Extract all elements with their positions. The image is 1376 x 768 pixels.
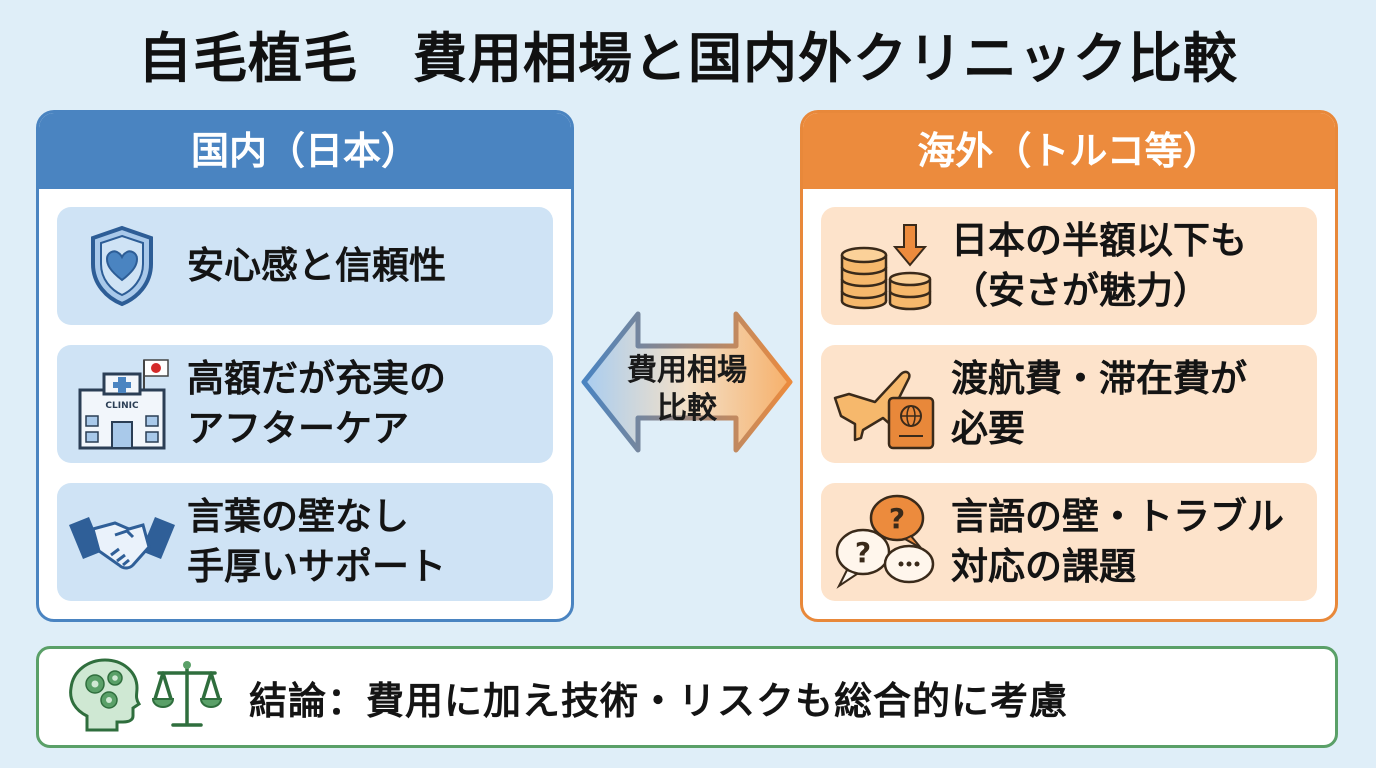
domestic-item-line: 高額だが充実の <box>187 357 446 400</box>
overseas-item-line: 渡航費・滞在費が <box>951 357 1247 400</box>
shield-heart-icon <box>57 207 187 325</box>
comparison-double-arrow <box>581 311 793 453</box>
svg-text:?: ? <box>889 502 905 535</box>
domestic-item-line: 言葉の壁なし <box>187 495 409 538</box>
overseas-panel: 海外（トルコ等） <box>800 110 1338 622</box>
domestic-header: 国内（日本） <box>39 113 571 189</box>
overseas-header: 海外（トルコ等） <box>803 113 1335 189</box>
overseas-item-line: 必要 <box>951 407 1025 450</box>
comparison-label-line: 比較 <box>657 391 717 426</box>
domestic-item-aftercare: CLINIC 高額だが充実の アフターケア <box>57 345 553 463</box>
coins-down-icon <box>821 207 951 325</box>
handshake-icon <box>57 483 187 601</box>
conclusion-text: 結論：費用に加え技術・リスクも総合的に考慮 <box>249 678 1069 723</box>
overseas-item-travel: 渡航費・滞在費が 必要 <box>821 345 1317 463</box>
speech-bubbles-icon: ? ? <box>821 483 951 601</box>
overseas-item-line: （安さが魅力） <box>951 269 1210 312</box>
domestic-item-line: 手厚いサポート <box>187 545 446 588</box>
clinic-sign-text: CLINIC <box>105 401 139 411</box>
page-title: 自毛植毛 費用相場と国内外クリニック比較 <box>138 27 1238 90</box>
domestic-item-line: 安心感と信頼性 <box>187 244 446 287</box>
overseas-item-language: ? ? 言語の壁・トラブル 対応の課題 <box>821 483 1317 601</box>
overseas-item-line: 対応の課題 <box>951 545 1136 588</box>
plane-passport-icon <box>821 345 951 463</box>
svg-text:?: ? <box>855 536 871 569</box>
domestic-panel: 国内（日本） 安心感と信頼性 CLINIC <box>36 110 574 622</box>
domestic-item-support: 言葉の壁なし 手厚いサポート <box>57 483 553 601</box>
domestic-item-trust: 安心感と信頼性 <box>57 207 553 325</box>
comparison-label: 費用相場 比較 <box>580 352 794 428</box>
head-gears-icon <box>65 656 145 738</box>
conclusion-box: 結論：費用に加え技術・リスクも総合的に考慮 <box>36 646 1338 748</box>
comparison-label-line: 費用相場 <box>627 353 747 388</box>
overseas-item-line: 言語の壁・トラブル <box>951 495 1284 538</box>
overseas-item-price: 日本の半額以下も （安さが魅力） <box>821 207 1317 325</box>
clinic-building-icon: CLINIC <box>57 345 187 463</box>
overseas-item-line: 日本の半額以下も <box>951 219 1247 262</box>
scales-icon <box>151 657 223 737</box>
domestic-item-line: アフターケア <box>187 407 409 450</box>
